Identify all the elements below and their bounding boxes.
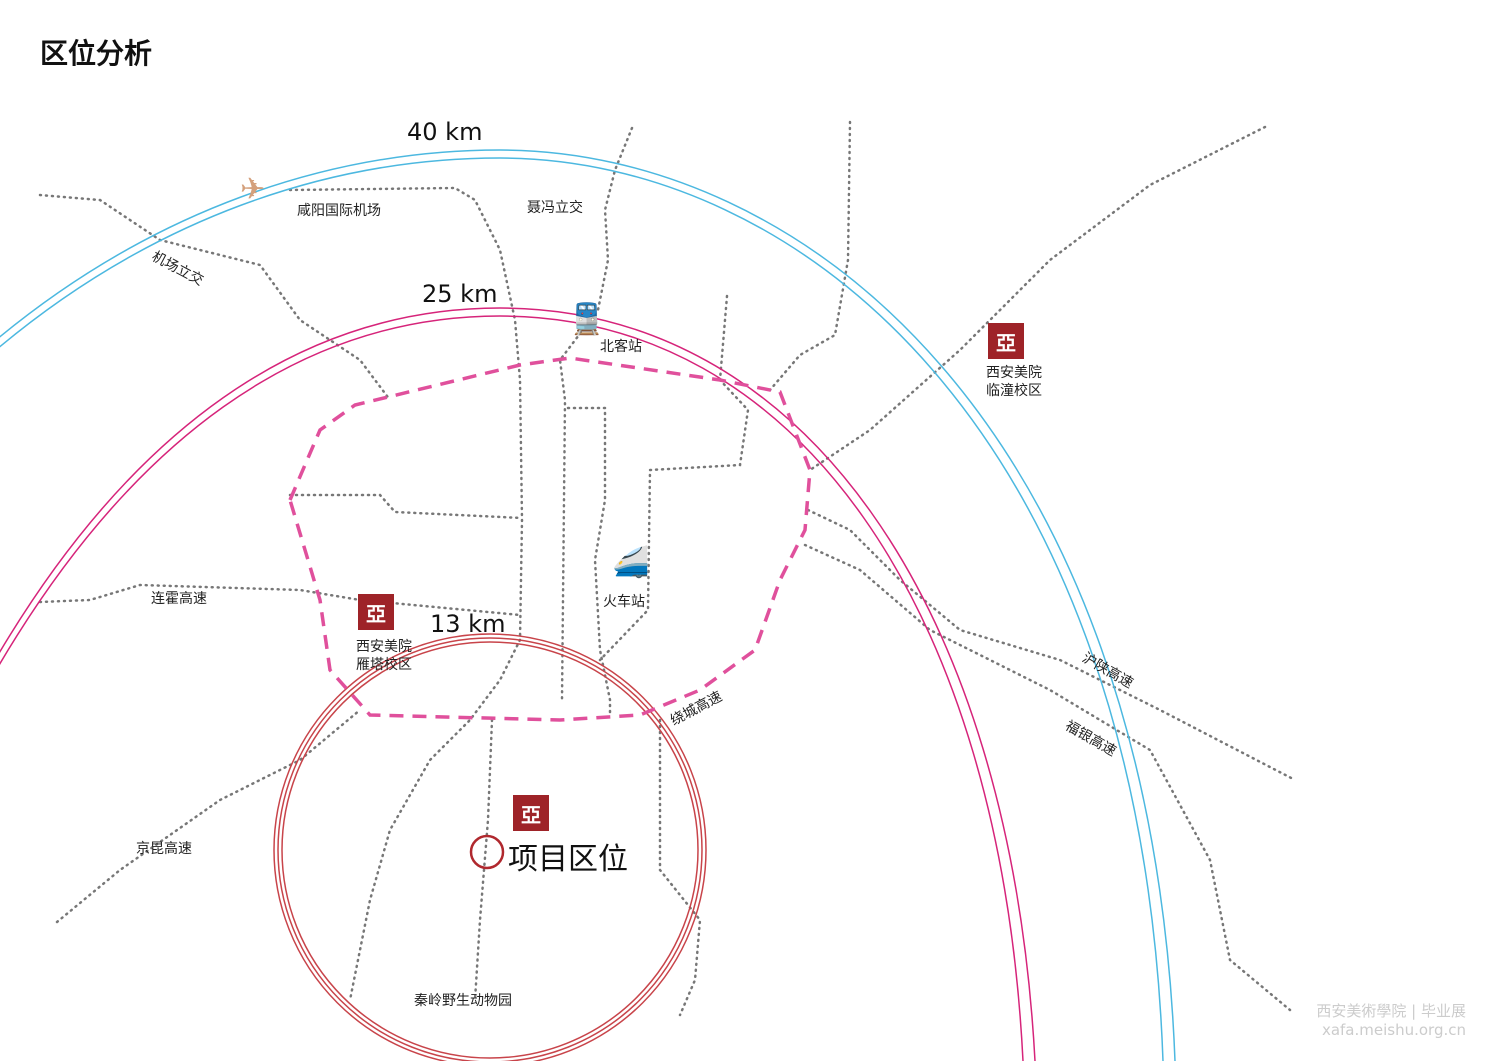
seal-logo: 亞 — [358, 594, 394, 630]
campus-yanta-label: 西安美院雁塔校区 — [356, 638, 412, 674]
ring-13km — [273, 633, 707, 1061]
ring-label-40: 40 km — [407, 118, 483, 146]
watermark-title: 西安美術學院 | 毕业展 — [1316, 1002, 1466, 1020]
ring-13km-inner — [281, 641, 699, 1059]
road-west — [288, 493, 524, 520]
road-raocheng-south — [658, 718, 702, 1017]
roads — [38, 120, 1297, 1017]
train-station-icon: 🚄 — [612, 545, 650, 580]
road-airport-north — [288, 186, 524, 1002]
campus-lintong-name: 西安美院 — [986, 365, 1042, 381]
airplane-icon: ✈ — [240, 172, 266, 207]
road-east-north — [768, 120, 852, 392]
road-label-jingkun: 京昆高速 — [136, 841, 192, 857]
city-boundary — [288, 356, 812, 722]
north-station-label: 北客站 — [600, 339, 642, 355]
page-title: 区位分析 — [40, 37, 153, 70]
ring-25km — [0, 307, 1036, 1061]
ring-40km — [0, 149, 1176, 1061]
campus-lintong-sub: 临潼校区 — [986, 383, 1042, 399]
project-label: 项目区位 — [508, 842, 628, 877]
road-label-lianhuo: 连霍高速 — [151, 591, 207, 607]
ring-25km-inner — [0, 315, 1024, 1061]
road-niefeng — [558, 126, 634, 702]
ring-13km-mid — [277, 637, 703, 1061]
ring-40km-inner — [0, 157, 1164, 1061]
railway-station-label: 火车站 — [603, 594, 645, 610]
campus-lintong-label: 西安美院临潼校区 — [986, 364, 1042, 400]
ring-label-25: 25 km — [422, 280, 498, 308]
seal-logo: 亞 — [988, 323, 1024, 359]
seal-logo: 亞 — [513, 795, 549, 831]
road-center — [566, 406, 612, 717]
campus-yanta-sub: 雁塔校区 — [356, 657, 412, 673]
airport-label: 咸阳国际机场 — [297, 203, 381, 219]
road-jingkun — [55, 708, 362, 924]
road-zoo — [473, 718, 494, 1002]
road-fuyin — [803, 543, 1292, 1012]
project-marker — [469, 834, 505, 870]
road-airport — [38, 193, 392, 402]
road-huoshan — [806, 508, 1297, 782]
road-label-niefeng: 聂冯立交 — [527, 200, 583, 216]
ring-label-13: 13 km — [430, 610, 506, 638]
train-icon: 🚆 — [568, 302, 606, 337]
zoo-label: 秦岭野生动物园 — [414, 993, 512, 1009]
watermark-url: xafa.meishu.org.cn — [1321, 1021, 1466, 1039]
road-lintong — [808, 125, 1267, 472]
campus-yanta-name: 西安美院 — [356, 639, 412, 655]
